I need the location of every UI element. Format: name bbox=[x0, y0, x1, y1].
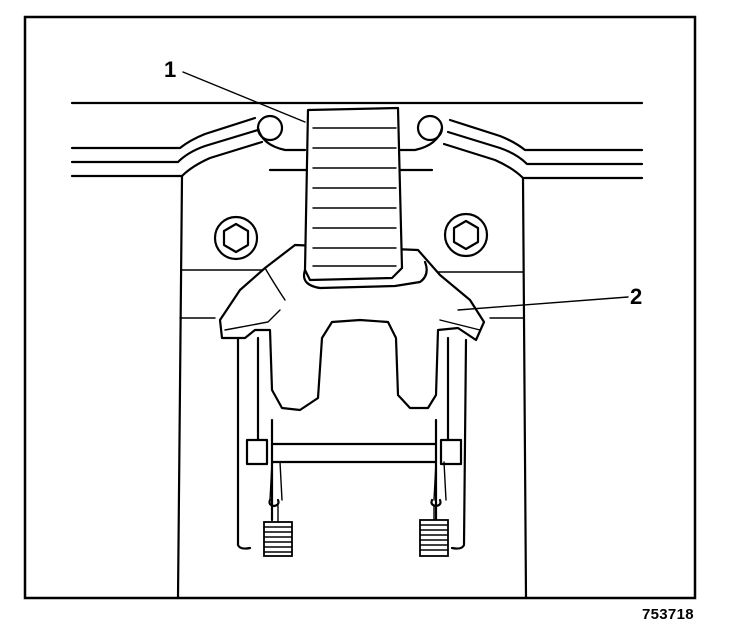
figure-id: 753718 bbox=[642, 606, 694, 623]
hex-bolt-left bbox=[213, 215, 259, 261]
release-handle bbox=[302, 106, 428, 290]
callout-2-leader bbox=[457, 296, 629, 311]
diagram-frame bbox=[23, 15, 697, 600]
callout-1-label: 1 bbox=[164, 57, 176, 82]
spring-left bbox=[263, 461, 293, 557]
callout-1-leader bbox=[182, 71, 306, 123]
spring-right bbox=[419, 461, 449, 557]
callout-2-label: 2 bbox=[630, 284, 642, 309]
lower-guides bbox=[236, 336, 468, 550]
hex-bolt-right bbox=[443, 212, 489, 258]
